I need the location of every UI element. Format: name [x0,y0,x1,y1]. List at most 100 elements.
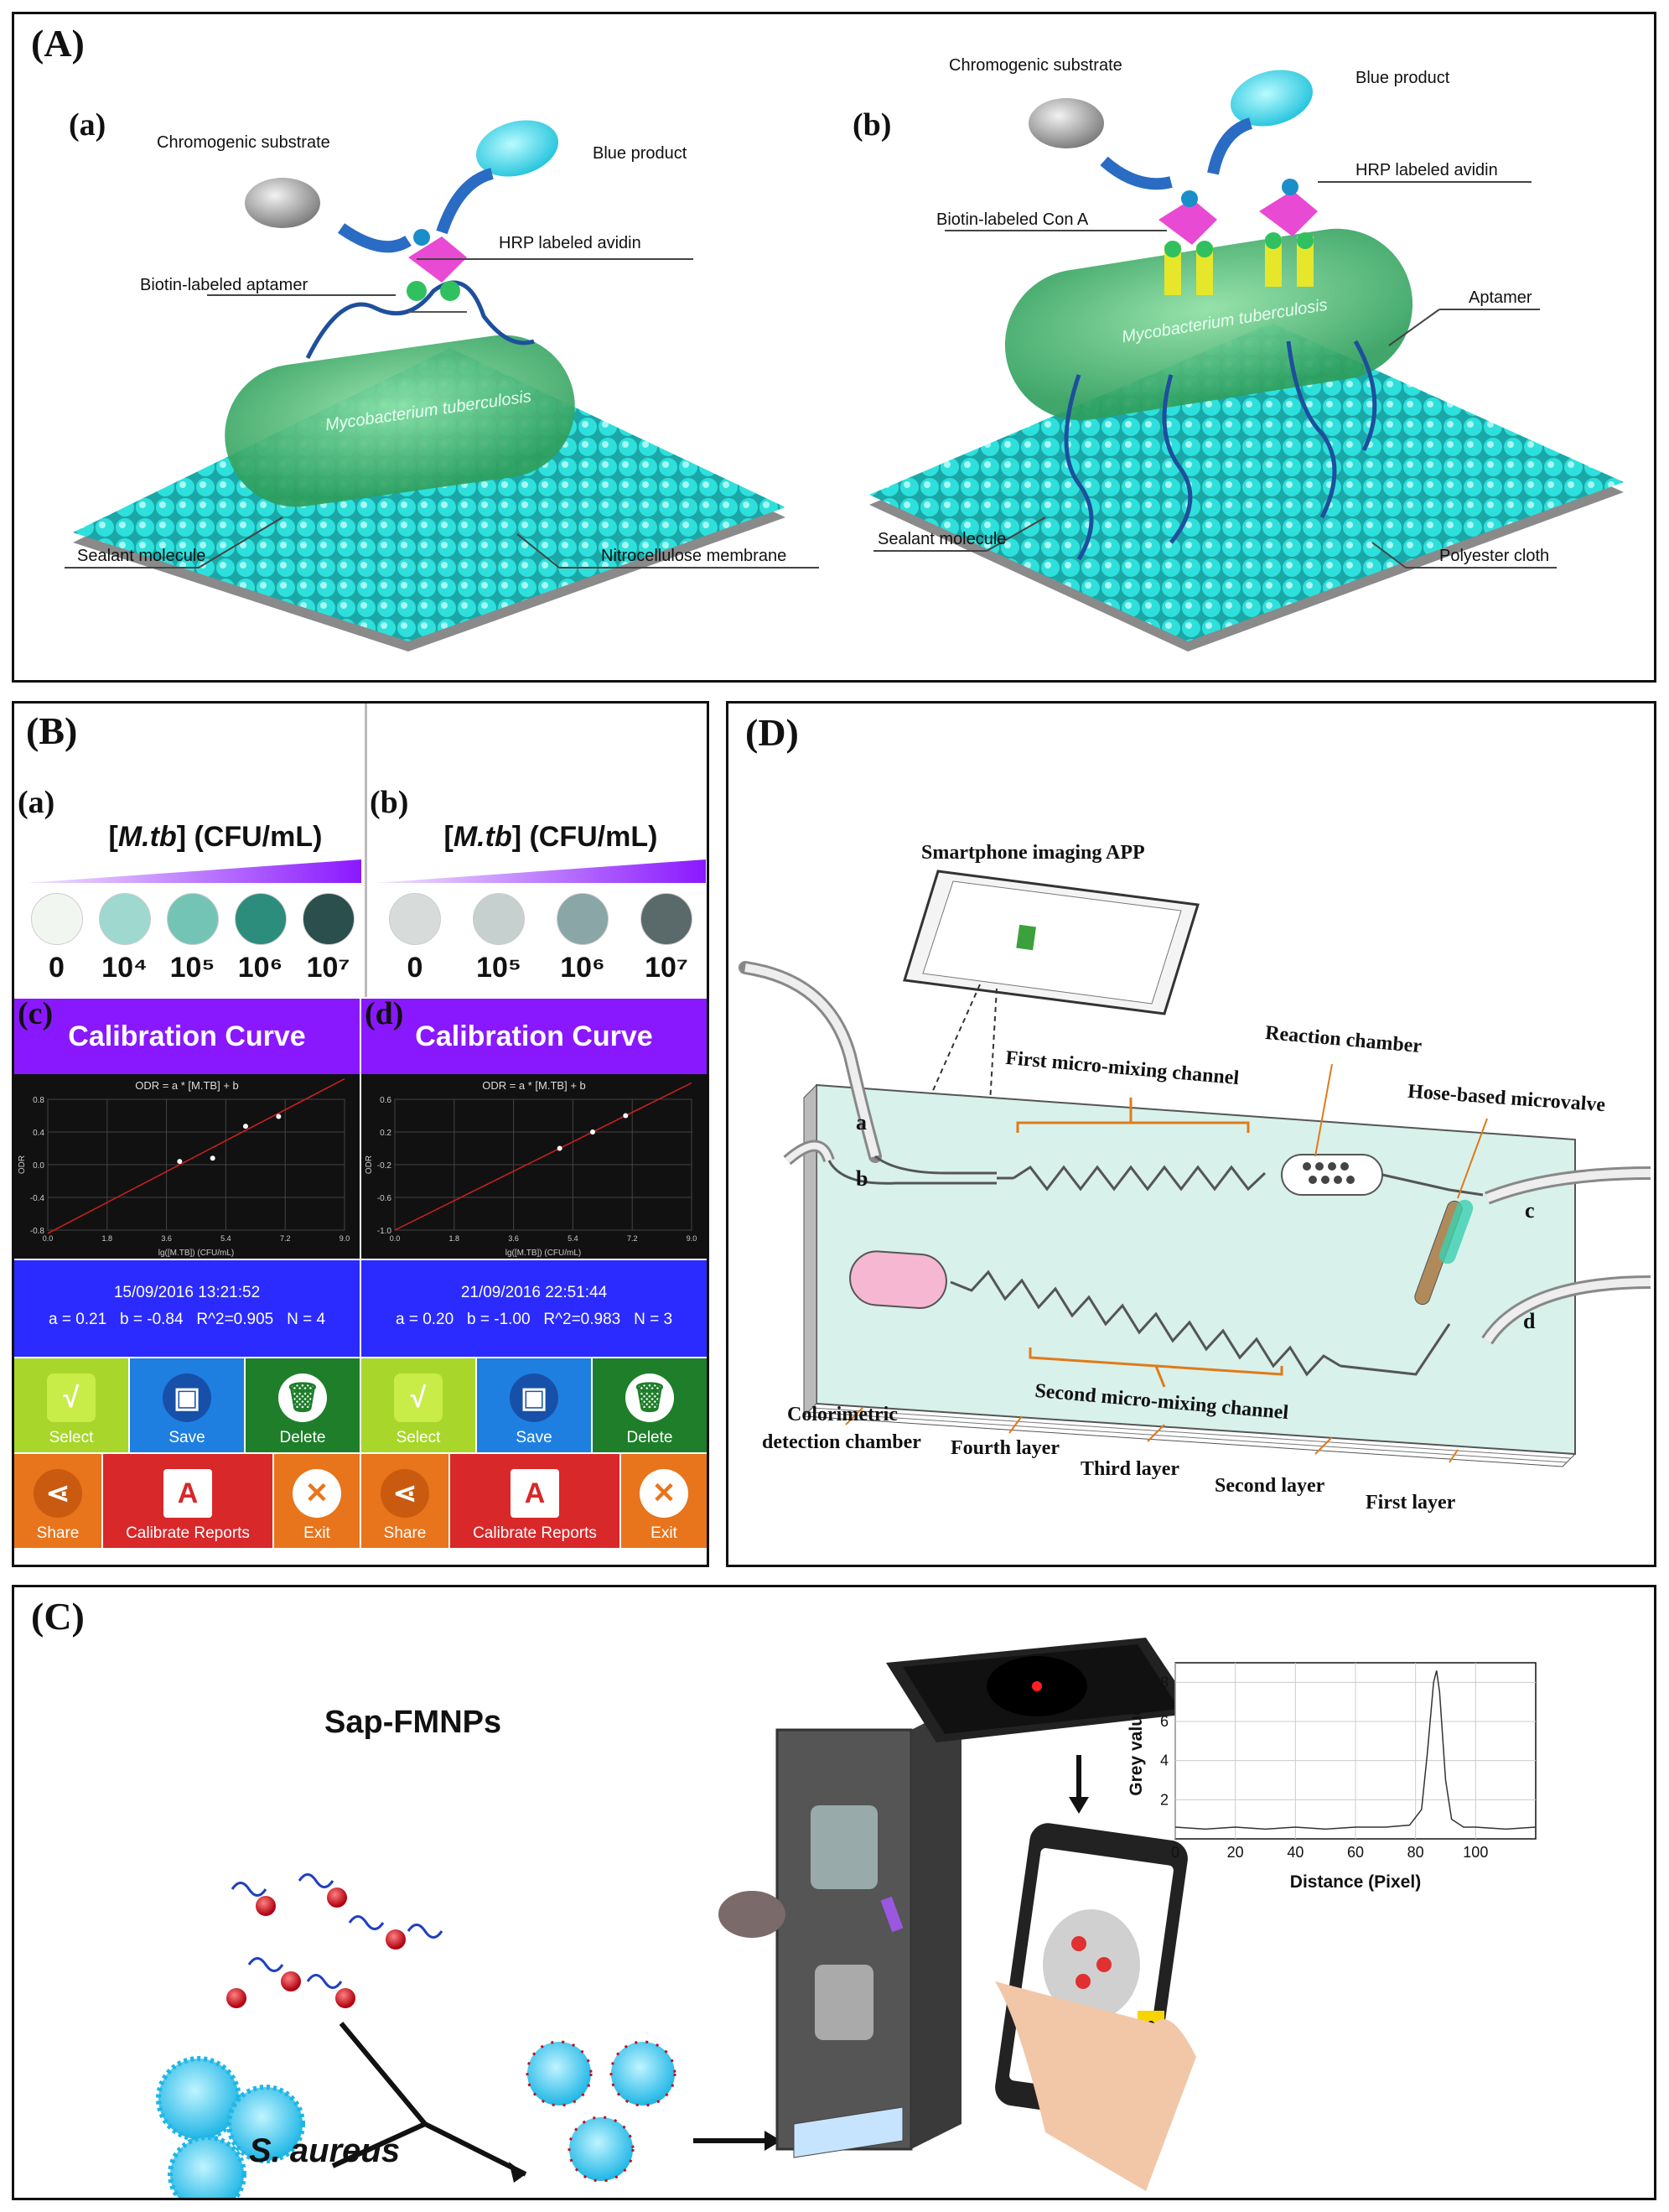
x-tick-label: 20 [1227,1844,1244,1861]
y-tick-label: 2 [1160,1791,1169,1808]
chart-title: ODR = a * [M.TB] + b [482,1079,586,1092]
x-tick-label: 5.4 [220,1234,231,1243]
x-tick-label: 5.4 [568,1234,578,1243]
y-axis-label: ODR [18,1155,27,1174]
label-chromogenic-a: Chromogenic substrate [157,133,330,152]
s-aureus-cells [156,2056,305,2198]
conc-title-a: [M.tb] (CFU/mL) [108,821,323,853]
label-s-aureus: S. aureus [249,2132,401,2169]
label-cloth-b: Polyester cloth [1439,547,1550,565]
x-tick-label: 80 [1407,1844,1424,1861]
data-point [177,1159,183,1165]
data-point [276,1114,282,1119]
label-aptamer-b: Aptamer [1469,288,1532,307]
floppy-icon: ▣ [510,1373,558,1422]
blue-product-a [475,120,559,177]
hrp-con-a-2 [1259,179,1318,287]
save-button-d[interactable]: ▣Save [477,1358,591,1452]
y-tick-label: -0.8 [30,1227,45,1236]
delete-button-c[interactable]: 🗑Delete [246,1358,360,1452]
pdf-icon: A [163,1469,212,1518]
x-tick-label: 3.6 [161,1234,172,1243]
panel-d-label: (D) [745,711,799,754]
stats-date-d: 21/09/2016 22:51:44 [460,1284,608,1301]
arrow-b1 [1100,156,1173,190]
panel-b-label: (B) [26,709,78,752]
label-blue-product-a: Blue product [593,144,687,163]
x-tick-label: 7.2 [280,1234,291,1243]
y-tick-label: 8 [1160,1674,1169,1690]
delete-button-d[interactable]: 🗑Delete [593,1358,707,1452]
microfluidic-chip-illustration [739,870,1651,1467]
spot-2: 10⁵ [166,893,219,984]
save-button-c[interactable]: ▣Save [130,1358,244,1452]
calibration-header-d: Calibration Curve [361,999,707,1074]
panel-b-sub-d: (d) [365,996,404,1031]
label-outlet-c: c [1525,1198,1535,1223]
gradient-bar-a [26,859,361,883]
spot-label: 10⁷ [306,952,350,984]
spot-3: 10⁷ [640,893,692,984]
spot-1: 10⁴ [98,893,151,984]
panel-c: (C) [12,1585,1656,2200]
chromogenic-substrate-a [245,178,320,228]
x-tick-label: 60 [1347,1844,1364,1861]
panel-a-sub-b: (b) [853,107,892,143]
captured-cells [526,2040,676,2183]
panel-c-illustration [156,1638,1196,2198]
data-point [243,1124,248,1129]
share-button-d[interactable]: ⋖Share [361,1454,448,1548]
select-button-c[interactable]: √Select [14,1358,128,1452]
label-colorimetric-2: detection chamber [762,1431,921,1453]
spot-label: 10⁵ [169,952,215,984]
stats-box-d: 21/09/2016 22:51:44 a = 0.20 b = -1.00 R… [361,1260,707,1357]
polyester-cloth-b [869,323,1624,652]
data-point [557,1145,562,1151]
data-point [210,1155,215,1161]
pdf-icon: A [511,1469,559,1518]
select-button-d[interactable]: √Select [361,1358,475,1452]
y-axis-label: ODR [365,1155,374,1174]
hrp-con-a-1 [1158,190,1217,295]
x-axis-label: Distance (Pixel) [1290,1872,1421,1892]
panel-a: (A) [12,12,1656,683]
x-axis-label: lg([M.TB]) (CFU/mL) [158,1249,235,1258]
label-biotin-a: Biotin-labeled aptamer [140,276,308,294]
panel-b-sub-c: (c) [18,996,54,1031]
x-tick-label: 9.0 [687,1234,697,1243]
label-hrp-b: HRP labeled avidin [1355,161,1498,179]
bacterium-a [225,280,575,507]
share-button-c[interactable]: ⋖Share [14,1454,101,1548]
panel-d: (D) [726,701,1656,1567]
phone-hand [995,1823,1196,2191]
label-inlet-a: a [856,1110,867,1135]
label-biotin-b: Biotin-labeled Con A [936,210,1089,229]
share-icon: ⋖ [34,1469,82,1518]
x-tick-label: 3.6 [508,1234,519,1243]
spot-circle [234,893,287,945]
check-icon: √ [47,1373,96,1422]
label-third-layer: Third layer [1081,1458,1179,1480]
fit-line [47,1077,345,1234]
label-first-layer: First layer [1366,1492,1456,1514]
x-axis-label: lg([M.TB]) (CFU/mL) [505,1249,582,1258]
floppy-icon: ▣ [163,1373,211,1422]
stats-box-c: 15/09/2016 13:21:52 a = 0.21 b = -0.84 R… [14,1260,360,1357]
spot-4: 10⁷ [302,893,355,984]
x-tick-label: 100 [1463,1844,1488,1861]
arrow-a1 [337,223,412,253]
y-tick-label: -0.4 [30,1194,45,1203]
exit-button-c[interactable]: ✕Exit [274,1454,360,1548]
data-point [590,1129,595,1135]
label-sealant-a: Sealant molecule [77,547,206,565]
chromogenic-substrate-b [1029,98,1104,148]
exit-button-d[interactable]: ✕Exit [621,1454,707,1548]
y-tick-label: 0.4 [33,1129,44,1138]
spot-label: 10⁶ [237,952,283,984]
